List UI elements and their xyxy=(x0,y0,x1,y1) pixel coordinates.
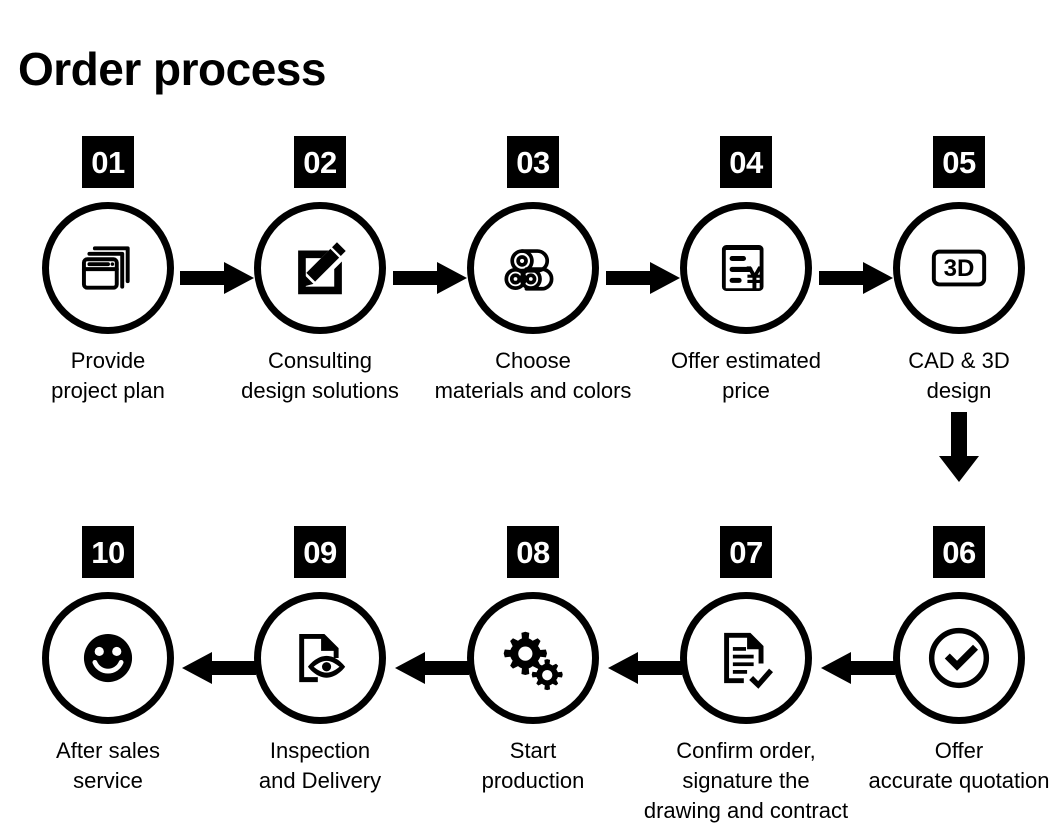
document-eye-icon xyxy=(285,623,355,693)
step-label-01: Provide project plan xyxy=(51,348,165,403)
step-number-badge-09: 09 xyxy=(294,526,346,578)
step-number-badge-08: 08 xyxy=(507,526,559,578)
arrow-02-to-03 xyxy=(393,256,469,300)
pencil-square-edit-icon xyxy=(285,233,355,303)
three-d-box-icon: 3D xyxy=(924,233,994,303)
step-icon-circle-10[interactable] xyxy=(42,592,174,724)
page-title: Order process xyxy=(18,43,326,95)
invoice-yen-icon xyxy=(711,233,781,303)
step-icon-circle-02[interactable] xyxy=(254,202,386,334)
process-step-04[interactable]: 04 Offer estimated price xyxy=(640,130,852,430)
step-icon-circle-04[interactable] xyxy=(680,202,812,334)
process-step-02[interactable]: 02 Consulting design solutions xyxy=(214,130,426,430)
smiley-face-icon xyxy=(73,623,143,693)
process-step-06[interactable]: 06 Offer accurate quotation xyxy=(853,520,1059,820)
step-icon-circle-09[interactable] xyxy=(254,592,386,724)
step-label-02: Consulting design solutions xyxy=(241,348,399,403)
step-label-05: CAD & 3D design xyxy=(908,348,1010,403)
step-label-10: After sales service xyxy=(56,738,160,793)
step-icon-circle-08[interactable] xyxy=(467,592,599,724)
stacked-tubes-icon xyxy=(498,233,568,303)
step-number-badge-06: 06 xyxy=(933,526,985,578)
gears-icon xyxy=(498,623,568,693)
process-step-09[interactable]: 09 Inspection and Delivery xyxy=(214,520,426,820)
step-icon-circle-07[interactable] xyxy=(680,592,812,724)
process-step-01[interactable]: 01 Provide project plan xyxy=(2,130,214,430)
step-icon-circle-05[interactable]: 3D xyxy=(893,202,1025,334)
step-label-03: Choose materials and colors xyxy=(434,348,632,403)
step-number-badge-07: 07 xyxy=(720,526,772,578)
arrow-04-to-05 xyxy=(819,256,895,300)
svg-text:3D: 3D xyxy=(944,255,975,282)
process-step-08[interactable]: 08 Start production xyxy=(427,520,639,820)
arrow-09-to-10 xyxy=(180,646,256,690)
process-step-05[interactable]: 05 3D CAD & 3D design xyxy=(853,130,1059,430)
process-row-top: 01 Provide project plan 02 xyxy=(0,130,1059,430)
process-step-07[interactable]: 07 Confirm order, signature the drawing … xyxy=(640,520,852,823)
arrow-03-to-04 xyxy=(606,256,682,300)
arrow-05-to-06 xyxy=(935,412,983,484)
stacked-windows-icon xyxy=(73,233,143,303)
step-number-badge-03: 03 xyxy=(507,136,559,188)
step-number-badge-01: 01 xyxy=(82,136,134,188)
process-step-10[interactable]: 10 After sales service xyxy=(2,520,214,820)
step-number-badge-10: 10 xyxy=(82,526,134,578)
arrow-06-to-07 xyxy=(819,646,895,690)
step-number-badge-05: 05 xyxy=(933,136,985,188)
step-number-badge-04: 04 xyxy=(720,136,772,188)
step-label-08: Start production xyxy=(481,738,585,793)
step-icon-circle-01[interactable] xyxy=(42,202,174,334)
step-label-06: Offer accurate quotation xyxy=(868,738,1050,793)
arrow-01-to-02 xyxy=(180,256,256,300)
arrow-07-to-08 xyxy=(606,646,682,690)
step-icon-circle-06[interactable] xyxy=(893,592,1025,724)
check-circle-icon xyxy=(924,623,994,693)
process-row-bottom: 10 After sales service 09 xyxy=(0,520,1059,823)
document-check-icon xyxy=(711,623,781,693)
process-step-03[interactable]: 03 Choose materials and colors xyxy=(427,130,639,430)
step-label-07: Confirm order, signature the drawing and… xyxy=(643,738,849,823)
step-label-09: Inspection and Delivery xyxy=(258,738,382,793)
step-icon-circle-03[interactable] xyxy=(467,202,599,334)
step-number-badge-02: 02 xyxy=(294,136,346,188)
arrow-08-to-09 xyxy=(393,646,469,690)
step-label-04: Offer estimated price xyxy=(671,348,821,403)
